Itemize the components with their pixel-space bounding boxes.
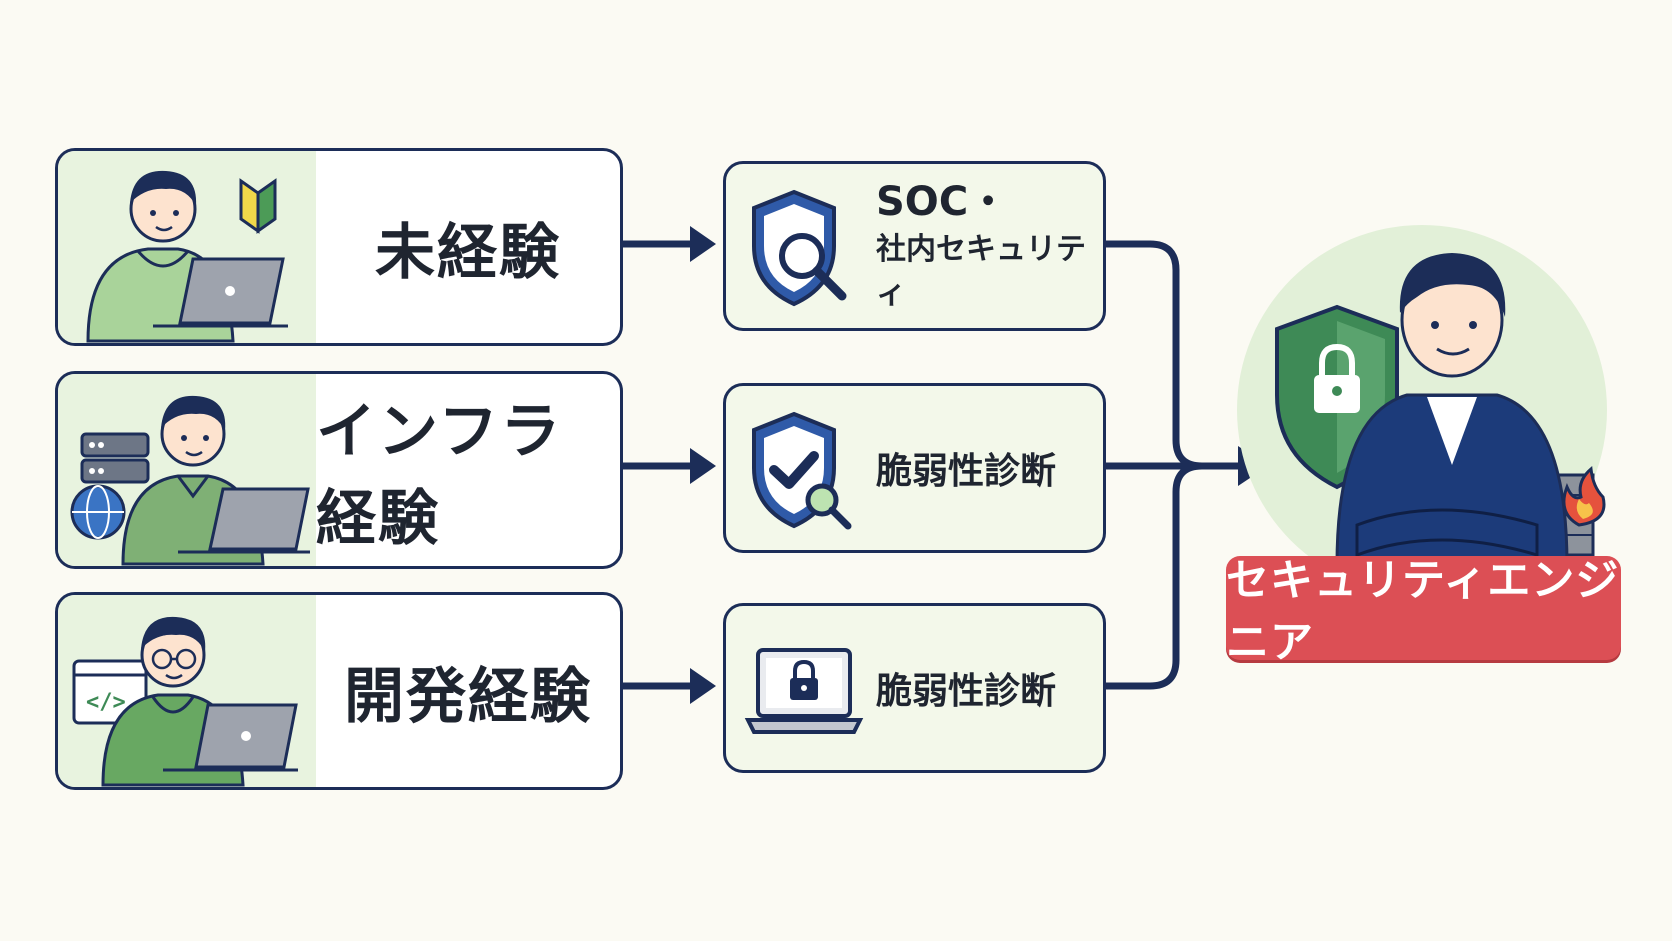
step-box-soc: SOC・ 社内セキュリティ [723, 161, 1106, 331]
beginner-with-laptop-icon [58, 151, 316, 343]
merge-line-top [1106, 240, 1203, 470]
step-box-vuln-2: 脆弱性診断 [723, 603, 1106, 773]
source-label: インフラ経験 [316, 397, 563, 554]
source-box-beginner: 未経験 [55, 148, 623, 346]
source-label: 未経験 [375, 217, 561, 288]
step-label-line1: SOC・ [876, 179, 1009, 225]
step-label-line1: 脆弱性診断 [876, 451, 1057, 492]
target-badge: セキュリティエンジニア [1226, 556, 1621, 668]
infra-engineer-with-server-icon [58, 374, 316, 566]
source-box-dev: </> 開発経験 [55, 592, 623, 790]
shield-search-icon [744, 186, 864, 311]
source-box-infra: インフラ経験 [55, 371, 623, 569]
step-label-line1: 脆弱性診断 [876, 671, 1057, 712]
step-box-vuln-1: 脆弱性診断 [723, 383, 1106, 553]
step-label: 脆弱性診断 [876, 606, 1093, 770]
source-label: 開発経験 [344, 661, 592, 732]
arrowhead-source-2 [690, 448, 716, 484]
step-label-line2: 社内セキュリティ [876, 232, 1086, 311]
laptop-lock-icon [744, 628, 864, 753]
arrowhead-source-3 [690, 668, 716, 704]
shield-check-icon [744, 408, 864, 533]
developer-with-code-icon: </> [58, 595, 316, 787]
merge-line-bottom [1106, 462, 1203, 690]
svg-text:</>: </> [86, 690, 126, 715]
step-label: 脆弱性診断 [876, 386, 1093, 550]
step-label: SOC・ 社内セキュリティ [876, 164, 1093, 328]
security-engineer-icon [1275, 253, 1606, 565]
arrowhead-source-1 [690, 226, 716, 262]
